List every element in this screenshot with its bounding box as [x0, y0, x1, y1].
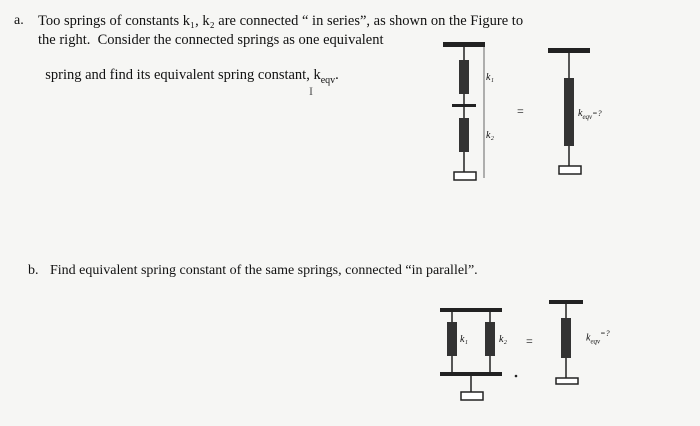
- series-spring-k1: [459, 60, 469, 94]
- series-label-k1: k₁: [486, 72, 494, 83]
- series-connector-plate: [452, 104, 476, 107]
- problem-a-line-3: spring and find its equivalent spring co…: [38, 51, 339, 89]
- parallel-equivalent-spring: [549, 300, 583, 385]
- parallel-equals-sign: =: [526, 334, 533, 348]
- parallel-keqv-sub: eqv: [590, 337, 601, 346]
- problem-b-marker: b.: [28, 263, 39, 278]
- series-spring-k2: [459, 118, 469, 152]
- parallel-ceiling: [440, 308, 502, 312]
- series-spring-assembly: [443, 42, 485, 181]
- series-label-keqv: keqv=?: [578, 108, 602, 121]
- parallel-keqv-suffix: =?: [600, 329, 610, 338]
- series-keqv-suffix: =?: [592, 109, 602, 118]
- text-cursor-icon: I: [309, 84, 313, 98]
- series-keqv-sub: eqv: [582, 113, 593, 121]
- parallel-spring-assembly: [440, 308, 518, 401]
- series-eqv-mass-block: [558, 165, 582, 175]
- parallel-label-k1: k₁: [460, 334, 468, 345]
- parallel-keqv-k: k: [586, 332, 591, 344]
- series-eqv-ceiling: [548, 48, 590, 53]
- parallel-dot: [514, 374, 518, 378]
- series-eqv-spring: [564, 78, 574, 146]
- problem-b-text: Find equivalent spring constant of the s…: [50, 263, 478, 278]
- parallel-spring-k1: [447, 322, 457, 356]
- parallel-eqv-mass-block: [555, 377, 579, 385]
- series-equals-sign: =: [517, 104, 524, 118]
- parallel-mass-block: [460, 391, 484, 401]
- series-ceiling: [443, 42, 485, 47]
- series-keqv-k: k: [578, 108, 583, 119]
- parallel-label-keqv: keqv=?: [586, 329, 610, 345]
- problem-a-line-3-main: spring and find its equivalent spring co…: [45, 67, 321, 83]
- series-equivalent-spring: [548, 48, 590, 175]
- parallel-eqv-ceiling: [549, 300, 583, 304]
- problem-a-keqv-subscript: eqv: [320, 74, 336, 86]
- parallel-spring-k2: [485, 322, 495, 356]
- series-label-k2: k₂: [486, 130, 494, 141]
- series-mass-block: [453, 171, 477, 181]
- problem-a-marker: a.: [14, 13, 24, 28]
- parallel-bottom-bar: [440, 372, 502, 376]
- parallel-eqv-spring: [561, 318, 571, 358]
- problem-a-line-2: the right. Consider the connected spring…: [38, 32, 384, 48]
- parallel-label-k2: k₂: [499, 334, 507, 345]
- problem-a-line-3-suffix: .: [335, 67, 339, 83]
- problem-a-line-1: Too springs of constants k₁, k₂ are conn…: [38, 13, 524, 29]
